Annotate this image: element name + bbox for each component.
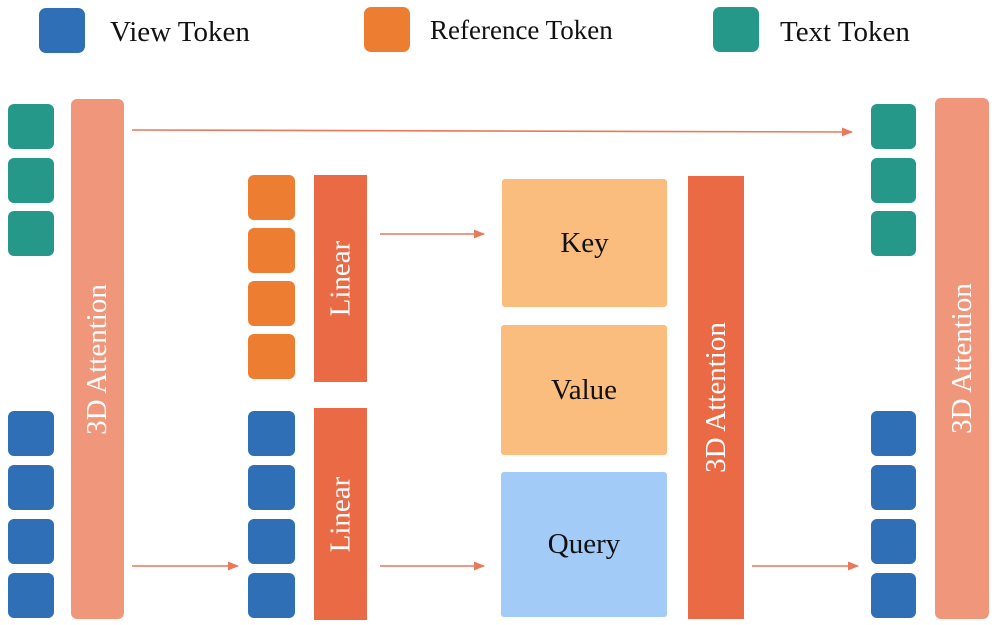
text-token: [8, 211, 54, 256]
key-label: Key: [560, 226, 609, 259]
view-token: [8, 519, 54, 564]
key-block: Key: [502, 179, 667, 307]
reference-token: [248, 228, 295, 273]
text-token: [8, 158, 54, 203]
reference-token: [248, 281, 295, 326]
view-token: [248, 519, 295, 564]
linear-reference-block: Linear: [314, 175, 367, 382]
middle-3d-attention-block: 3D Attention: [688, 176, 744, 619]
legend-reference-token-label: Reference Token: [430, 15, 613, 45]
reference-token: [248, 334, 295, 379]
view-token: [248, 411, 295, 456]
text-token: [8, 104, 54, 149]
query-label: Query: [547, 528, 621, 560]
legend-text-token-label: Text Token: [780, 16, 910, 48]
left-3d-attention-block: 3D Attention: [71, 99, 124, 619]
view-token: [248, 465, 295, 510]
legend-view-token-swatch: [39, 8, 85, 53]
legend-text-token-swatch: [713, 7, 759, 52]
reference-token: [248, 175, 295, 220]
text-token: [871, 158, 916, 203]
legend-reference-token-swatch: [364, 7, 410, 52]
view-token: [871, 573, 916, 618]
legend-view-token-label: View Token: [110, 16, 250, 48]
text-token: [871, 104, 916, 149]
linear-view-block: Linear: [314, 408, 367, 620]
view-token: [8, 411, 54, 456]
value-label: Value: [550, 373, 618, 406]
arrow-text-skip: [131, 127, 854, 137]
view-token: [8, 573, 54, 618]
text-token: [871, 211, 916, 256]
value-block: Value: [501, 325, 667, 455]
view-token: [871, 465, 916, 510]
right-3d-attention-block: 3D Attention: [935, 98, 989, 619]
view-token: [8, 465, 54, 510]
view-token: [871, 411, 916, 456]
view-token: [871, 519, 916, 564]
view-token: [248, 573, 295, 618]
query-block: Query: [501, 472, 667, 617]
